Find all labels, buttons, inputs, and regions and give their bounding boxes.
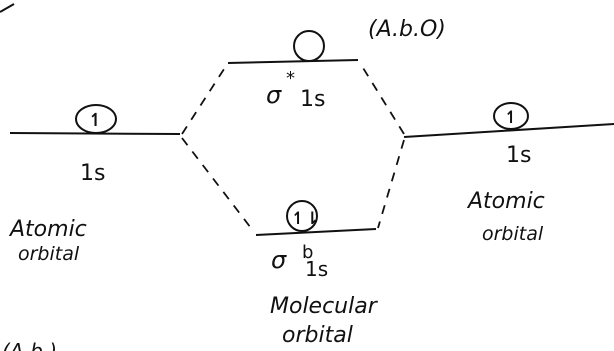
antibonding-label-sigma: σ [266,81,282,109]
stray-mark [0,3,15,13]
connector-left-to-antibonding [181,65,227,135]
bonding-electron-circle [286,200,318,232]
left-caption-line1: Atomic [8,217,87,242]
left-caption-line2: orbital [18,243,80,265]
right-caption-line1: Atomic [466,189,545,214]
bonding-level-line [255,228,377,236]
antibonding-orbital: σ * 1s [227,30,359,112]
connector-right-to-antibonding [359,62,405,135]
center-caption-line1: Molecular [270,294,379,319]
left-atomic-electron-circle [75,104,117,134]
connector-left-to-bonding [181,137,255,233]
abo-label: (A.b.O) [368,17,446,42]
right-caption-line2: orbital [482,223,544,245]
right-atomic-orbital-label: 1s [506,143,531,168]
connector-right-to-bonding [377,139,405,229]
bonding-electron-pair-arrows: ↿⇂ [291,209,320,229]
dashed-connectors [181,62,405,233]
right-atomic-electron-circle [493,102,529,130]
center-caption-line2: orbital [282,323,353,348]
right-atomic-level-line [403,123,614,138]
bonding-orbital: ↿⇂ σ b 1s [255,200,377,281]
bottom-left-partial-label: (A.b.) [2,339,57,351]
bonding-label-1s: 1s [305,257,328,281]
antibonding-empty-circle [293,30,325,62]
antibonding-label-star: * [286,68,295,89]
right-atomic-electron-arrow: ↿ [504,108,518,128]
bonding-label-sigma: σ [271,246,287,274]
left-atomic-orbital: ↿ 1s Atomic orbital [8,104,181,265]
antibonding-level-line [227,59,359,64]
antibonding-label-1s: 1s [300,87,325,112]
right-atomic-orbital: ↿ 1s Atomic orbital [403,102,614,245]
left-atomic-electron-arrow: ↿ [88,110,103,131]
left-atomic-orbital-label: 1s [80,161,105,186]
bonding-label-b: b [302,242,313,263]
